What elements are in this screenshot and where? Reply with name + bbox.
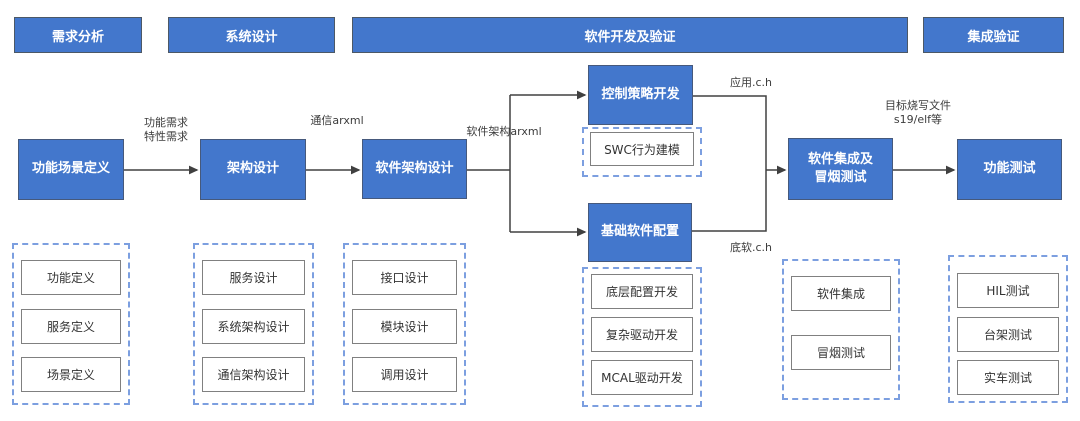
edge-label-target-files-line2: s19/elf等	[893, 113, 943, 126]
connector-split-line	[467, 95, 511, 232]
edge-label-app-files: 应用.c.h	[729, 76, 772, 89]
node-function-scenario-definition: 功能场景定义	[18, 139, 124, 200]
edge-label-base-files: 底软.c.h	[729, 241, 772, 254]
edge-label-target-files-line1: 目标烧写文件	[885, 99, 951, 112]
task-item: 接口设计	[352, 260, 457, 295]
node-basic-software-configuration: 基础软件配置	[588, 203, 692, 262]
edge-label-requirements-line1: 功能需求	[144, 116, 188, 129]
task-item: 服务定义	[20, 308, 122, 344]
phase-system-design: 系统设计	[168, 17, 335, 53]
group-swc-behavior: SWC行为建模	[582, 127, 702, 177]
edge-label-target-files: 目标烧写文件 s19/elf等	[866, 99, 970, 127]
node-architecture-design: 架构设计	[200, 139, 306, 200]
connector-merge-line	[692, 95, 767, 232]
phase-software-dev-verification: 软件开发及验证	[352, 17, 908, 53]
task-item: HIL测试	[956, 273, 1060, 308]
task-item: 场景定义	[20, 357, 122, 392]
task-item: 系统架构设计	[202, 308, 305, 344]
group-architecture-tasks: 服务设计 系统架构设计 通信架构设计	[193, 243, 314, 405]
task-item: 软件集成	[790, 276, 892, 311]
task-item: 底层配置开发	[590, 274, 694, 309]
node-software-integration-smoke-test: 软件集成及 冒烟测试	[788, 138, 893, 200]
task-item: 调用设计	[352, 357, 457, 392]
node-integration-line1: 软件集成及	[807, 151, 873, 167]
task-item: 功能定义	[20, 260, 122, 295]
task-item: 通信架构设计	[202, 357, 305, 392]
task-item: 冒烟测试	[790, 335, 892, 370]
task-item: 台架测试	[956, 316, 1060, 352]
group-integration-tasks: 软件集成 冒烟测试	[782, 259, 900, 400]
group-basic-software-tasks: 底层配置开发 复杂驱动开发 MCAL驱动开发	[582, 267, 702, 407]
edge-label-comm-arxml: 通信arxml	[310, 114, 364, 127]
task-item: 模块设计	[352, 308, 457, 344]
task-item: 服务设计	[202, 260, 305, 295]
edge-label-software-arch-arxml: 软件架构arxml	[466, 125, 542, 138]
phase-requirements-analysis: 需求分析	[14, 17, 142, 53]
edge-label-requirements: 功能需求 特性需求	[130, 116, 202, 144]
node-swc-behavior-modeling: SWC行为建模	[590, 132, 694, 166]
phase-integration-verification: 集成验证	[923, 17, 1064, 53]
edge-label-requirements-line2: 特性需求	[144, 130, 188, 143]
node-integration-line2: 冒烟测试	[814, 170, 867, 185]
node-function-test: 功能测试	[957, 139, 1062, 200]
node-control-strategy-development: 控制策略开发	[588, 65, 693, 125]
group-definition-tasks: 功能定义 服务定义 场景定义	[12, 243, 130, 405]
group-software-design-tasks: 接口设计 模块设计 调用设计	[343, 243, 466, 405]
group-test-tasks: HIL测试 台架测试 实车测试	[948, 255, 1068, 403]
task-item: 复杂驱动开发	[590, 317, 694, 352]
node-software-architecture-design: 软件架构设计	[362, 139, 467, 199]
task-item: 实车测试	[956, 360, 1060, 395]
task-item: MCAL驱动开发	[590, 360, 694, 395]
